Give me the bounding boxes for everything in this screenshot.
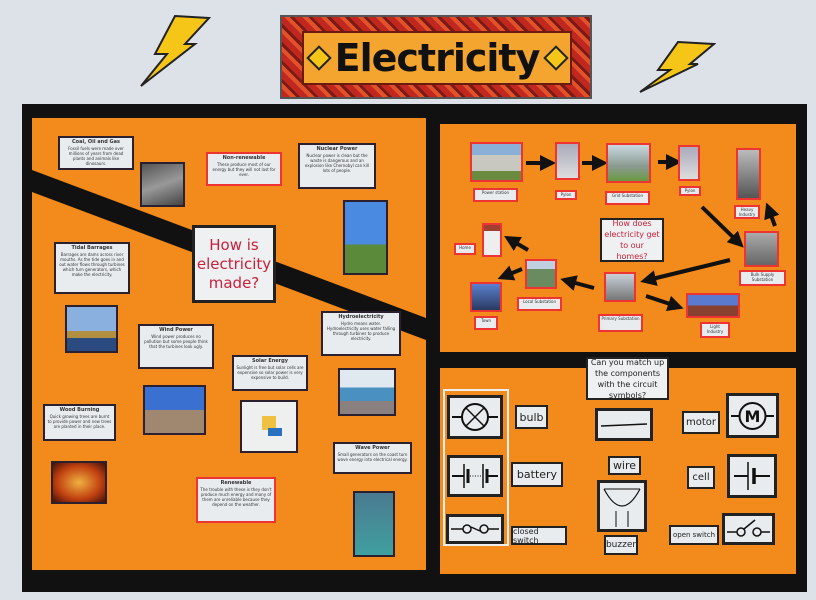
label-town: Town	[474, 316, 498, 330]
label-pylon-2: Pylon	[679, 186, 701, 196]
banner-title: Electricity	[334, 36, 541, 80]
coal-photo	[140, 162, 185, 207]
pylon-photo-2	[678, 145, 700, 181]
lightning-bolt-left-icon	[140, 14, 212, 87]
nuclear-plant-photo	[343, 200, 388, 275]
buzzer-symbol[interactable]	[597, 480, 647, 532]
town-photo	[470, 282, 502, 312]
word-battery[interactable]: battery	[511, 462, 563, 487]
title-banner: Electricity	[280, 15, 592, 99]
wind-farm-photo	[143, 385, 206, 435]
label-pylon: Pylon	[555, 190, 577, 200]
label-grid-substation: Grid Substation	[605, 191, 650, 205]
label-home: Home	[454, 243, 476, 255]
pylon-photo	[555, 142, 580, 180]
home-photo	[482, 223, 502, 257]
power-station-photo	[470, 142, 523, 182]
word-cell[interactable]: cell	[687, 466, 715, 489]
word-buzzer[interactable]: buzzer	[604, 535, 638, 555]
fire-photo	[51, 461, 107, 504]
arrow	[764, 202, 780, 227]
hydro-diagram-photo	[338, 368, 396, 416]
label-local-substation: Local Substation	[517, 297, 562, 311]
arrow	[504, 235, 530, 252]
cell-symbol[interactable]	[727, 454, 777, 498]
word-bulb[interactable]: bulb	[515, 405, 548, 429]
wire-symbol[interactable]	[595, 408, 653, 441]
bulb-symbol[interactable]	[447, 395, 503, 439]
arrow	[645, 294, 684, 312]
label-bulk-supply: Bulk Supply Substation	[739, 270, 786, 286]
heavy-industry-photo	[736, 148, 761, 200]
arrow	[560, 275, 595, 291]
tidal-barrage-photo	[65, 305, 118, 353]
label-heavy-industry: Heavy Industry	[734, 205, 760, 219]
label-light-industry: Light Industry	[700, 322, 730, 338]
wave-power-photo	[353, 491, 395, 557]
question-how-does-electricity-get-home: How does electricity get to our homes?	[600, 218, 664, 262]
word-motor[interactable]: motor	[682, 411, 720, 434]
battery-symbol[interactable]	[447, 455, 503, 497]
word-wire[interactable]: wire	[608, 456, 641, 475]
motor-letter: M	[745, 407, 761, 426]
bulk-supply-photo	[744, 231, 779, 267]
question-match-components: Can you match up the components with the…	[586, 357, 669, 400]
label-primary-substation: Primary Substation	[598, 314, 643, 332]
arrow	[640, 258, 731, 286]
symbol-group-frame	[443, 389, 509, 546]
local-substation-photo	[525, 259, 557, 289]
arrow	[700, 205, 744, 248]
closed-switch-symbol[interactable]	[446, 514, 504, 544]
substation-photo	[606, 143, 651, 183]
motor-symbol[interactable]: M	[726, 393, 779, 438]
primary-substation-photo	[604, 272, 636, 302]
question-how-is-electricity-made: How is electricity made?	[192, 225, 276, 303]
light-industry-photo	[686, 293, 740, 318]
lightning-bolt-right-icon	[639, 40, 716, 93]
open-switch-symbol[interactable]	[722, 513, 775, 545]
arrow	[497, 265, 523, 281]
label-power-station: Power station	[473, 188, 518, 202]
solar-diagram-photo	[240, 400, 298, 453]
word-open-switch[interactable]: open switch	[669, 525, 719, 545]
word-closed-switch[interactable]: closed switch	[511, 526, 567, 545]
